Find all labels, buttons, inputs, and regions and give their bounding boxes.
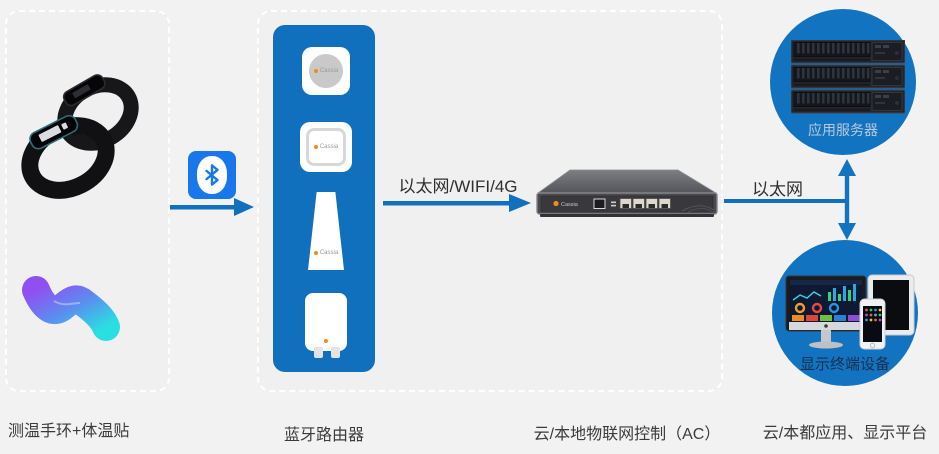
brand-dot-icon [313, 145, 318, 149]
brand-logo [324, 339, 328, 343]
display-terminals-circle: 显示终端设备 [772, 240, 918, 386]
router-device-outdoor: Cassia [308, 192, 344, 270]
brand-logo: Cassia [313, 144, 339, 150]
wearables-card [5, 10, 170, 392]
eth-wifi-4g-arrow [383, 194, 531, 212]
brand-dot-icon [313, 251, 318, 255]
router-device-wall [305, 293, 347, 351]
brand-logo: Cassia [313, 68, 339, 74]
brand-text: Cassia [319, 68, 339, 74]
router-device-wall-foot [331, 347, 340, 358]
display-devices-image [785, 274, 915, 350]
router-device-round: Cassia [302, 47, 350, 95]
ethernet-label: 以太网 [752, 180, 803, 199]
caption-wearables: 测温手环+体温贴 [8, 423, 130, 440]
brand-dot-icon [324, 339, 328, 343]
brand-text: Cassia [319, 250, 339, 256]
bluetooth-arrow [170, 198, 254, 216]
rack-servers-image [791, 40, 905, 114]
brand-text: Cassia [319, 144, 339, 150]
bluetooth-router-panel: Cassia Cassia Cassia [273, 25, 375, 372]
svg-text:Cassia: Cassia [561, 202, 579, 208]
bluetooth-icon [188, 151, 236, 199]
brand-dot-icon [313, 69, 318, 73]
caption-bluetooth-routers: 蓝牙路由器 [283, 427, 364, 444]
router-device-square: Cassia [300, 122, 352, 172]
ac-controller-image: Cassia [536, 169, 718, 217]
router-device-round-face: Cassia [309, 54, 343, 88]
app-server-label: 应用服务器 [808, 122, 878, 138]
brand-logo: Cassia [313, 250, 339, 256]
ethernet-double-arrow [838, 159, 856, 240]
temperature-patch-image [22, 276, 120, 341]
caption-cloud-platform: 云/本都应用、显示平台 [762, 425, 928, 442]
smart-band-image [21, 74, 139, 199]
router-device-square-face: Cassia [306, 128, 346, 166]
display-terminals-label: 显示终端设备 [799, 356, 890, 373]
caption-iot-controller: 云/本地物联网控制（AC） [533, 426, 721, 443]
ethernet-line [724, 199, 849, 203]
router-device-wall-foot [314, 347, 323, 358]
eth-wifi-4g-label: 以太网/WIFI/4G [398, 177, 518, 196]
bluetooth-oval [197, 156, 227, 194]
app-server-circle: 应用服务器 [770, 9, 916, 155]
